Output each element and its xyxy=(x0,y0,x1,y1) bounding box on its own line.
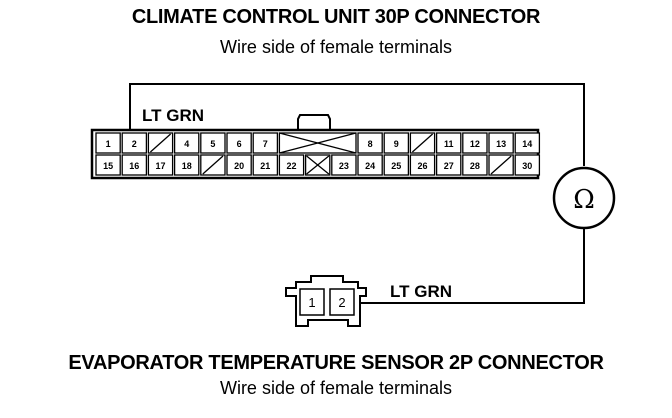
terminal-cell xyxy=(462,132,488,154)
terminal-cell xyxy=(173,154,200,176)
top-connector-title: CLIMATE CONTROL UNIT 30P CONNECTOR xyxy=(131,6,541,28)
terminal-label-8: 8 xyxy=(368,139,373,149)
terminal-label-30: 30 xyxy=(522,161,532,171)
terminal-cell xyxy=(200,132,226,154)
wire-bottom xyxy=(352,228,585,304)
terminal-cell xyxy=(435,132,462,154)
blocked-terminal-x xyxy=(306,155,330,175)
terminal-label-24: 24 xyxy=(365,161,375,171)
terminal-cell xyxy=(147,154,174,176)
terminal-label-21: 21 xyxy=(260,161,270,171)
empty-terminal-slash xyxy=(149,133,172,153)
terminal-label-26: 26 xyxy=(417,161,427,171)
bottom-connector-title: EVAPORATOR TEMPERATURE SENSOR 2P CONNECT… xyxy=(68,352,604,374)
pin-cell-1 xyxy=(299,288,325,316)
terminal-cell xyxy=(514,132,541,154)
terminal-cell xyxy=(409,154,436,176)
terminal-cell xyxy=(383,154,410,176)
terminal-cell xyxy=(95,132,121,154)
empty-terminal-slash xyxy=(202,155,224,175)
terminal-label-25: 25 xyxy=(391,161,401,171)
empty-terminal-slash xyxy=(490,155,512,175)
top-connector-subtitle: Wire side of female terminals xyxy=(219,37,453,57)
pin-label-2: 2 xyxy=(338,295,345,310)
terminal-label-14: 14 xyxy=(522,139,532,149)
terminal-label-28: 28 xyxy=(470,161,480,171)
bottom-connector-subtitle: Wire side of female terminals xyxy=(219,378,453,398)
terminal-label-20: 20 xyxy=(234,161,244,171)
terminal-cell xyxy=(278,154,305,176)
wire-top xyxy=(129,83,585,166)
terminal-label-2: 2 xyxy=(132,139,137,149)
terminal-cell xyxy=(252,154,279,176)
wire-label-top: LT GRN xyxy=(142,106,204,125)
terminal-cell xyxy=(331,154,357,176)
connector-2p: 1 2 xyxy=(285,275,367,327)
terminal-cell xyxy=(435,154,462,176)
terminal-cell xyxy=(95,154,121,176)
terminal-label-7: 7 xyxy=(263,139,268,149)
terminal-cell xyxy=(357,154,383,176)
ohm-symbol: Ω xyxy=(573,185,595,215)
terminal-label-15: 15 xyxy=(103,161,113,171)
wire-label-bottom: LT GRN xyxy=(390,282,452,301)
terminal-label-13: 13 xyxy=(496,139,506,149)
terminal-cell xyxy=(226,132,252,154)
empty-terminal-slash xyxy=(411,133,434,153)
terminal-cell xyxy=(514,154,541,176)
terminal-cell xyxy=(121,132,148,154)
terminal-cell xyxy=(121,154,148,176)
terminal-label-16: 16 xyxy=(129,161,139,171)
terminal-cell xyxy=(462,154,488,176)
terminal-label-17: 17 xyxy=(155,161,165,171)
terminal-label-5: 5 xyxy=(210,139,215,149)
pin-cell-2 xyxy=(329,288,355,316)
pin-label-1: 1 xyxy=(308,295,315,310)
terminal-label-23: 23 xyxy=(339,161,349,171)
terminal-cell xyxy=(383,132,410,154)
terminal-label-18: 18 xyxy=(182,161,192,171)
terminal-cell xyxy=(226,154,252,176)
terminal-label-4: 4 xyxy=(184,139,189,149)
terminal-label-27: 27 xyxy=(444,161,454,171)
key-region-x xyxy=(279,132,357,154)
terminal-label-1: 1 xyxy=(106,139,111,149)
connector-lock-tab xyxy=(297,114,331,130)
terminal-label-12: 12 xyxy=(470,139,480,149)
terminal-label-11: 11 xyxy=(444,139,454,149)
terminal-label-22: 22 xyxy=(286,161,296,171)
terminal-cell xyxy=(173,132,200,154)
terminal-label-9: 9 xyxy=(394,139,399,149)
terminal-label-6: 6 xyxy=(237,139,242,149)
terminal-cell xyxy=(488,132,514,154)
terminal-cell xyxy=(252,132,279,154)
terminal-cell xyxy=(357,132,383,154)
